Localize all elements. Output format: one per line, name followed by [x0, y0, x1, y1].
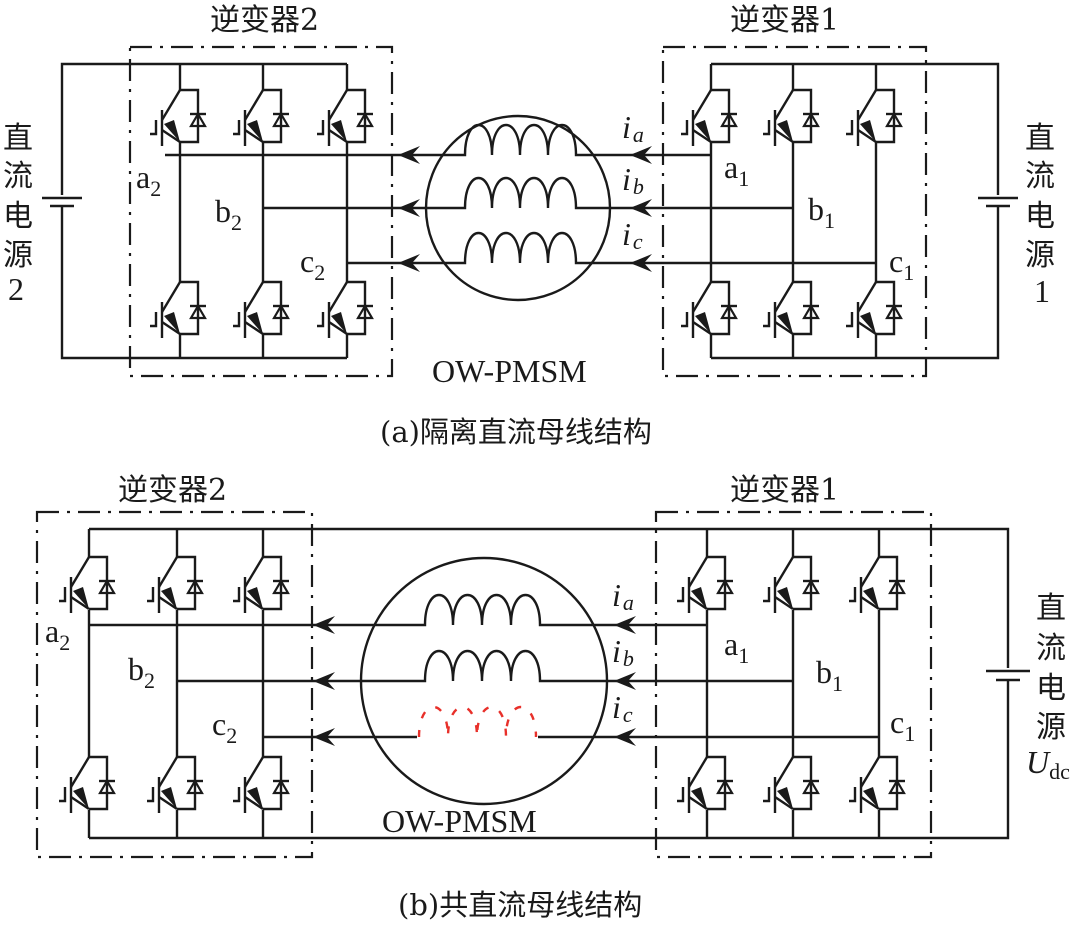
- igbt-icon: [675, 755, 735, 815]
- inverter2-box-a: [128, 45, 394, 378]
- current-ib-a: ib: [622, 161, 644, 199]
- igbt-icon: [148, 88, 208, 148]
- winding-a-a: [461, 124, 578, 157]
- svg-text:流: 流: [1036, 631, 1066, 666]
- dc-bus-negative-left-a: [60, 205, 347, 360]
- motor-label-b: OW-PMSM: [382, 803, 537, 839]
- winding-c-fault-b: [417, 706, 538, 738]
- current-ic-b: ic: [612, 689, 633, 727]
- current-ic-a: ic: [622, 216, 643, 254]
- dc-bus-negative-right-a: [711, 205, 1000, 360]
- winding-b-a: [461, 177, 578, 210]
- node-b1-b: b1: [816, 654, 843, 696]
- igbt-icon: [761, 280, 821, 340]
- svg-text:直: 直: [3, 121, 33, 156]
- igbt-icon: [231, 555, 291, 615]
- svg-text:2: 2: [8, 271, 24, 307]
- inverter2-title-a: 逆变器2: [210, 3, 319, 38]
- inverter2-legs-a: [148, 64, 375, 358]
- node-c2-a: c2: [300, 243, 325, 285]
- current-ia-b: ia: [612, 577, 634, 615]
- inverter1-box-a: [661, 45, 928, 378]
- inverter1-title-a: 逆变器1: [730, 3, 839, 38]
- svg-text:1: 1: [1034, 273, 1050, 309]
- igbt-icon: [761, 555, 821, 615]
- motor-circle-a: [424, 114, 612, 302]
- igbt-icon: [675, 555, 735, 615]
- panel-a: 逆变器2 逆变器1: [3, 3, 1055, 449]
- node-a1-a: a1: [724, 149, 749, 191]
- current-ib-b: ib: [612, 633, 634, 671]
- inverter2-legs-b: [57, 529, 291, 838]
- node-b2-b: b2: [128, 651, 155, 693]
- inverter1-title-b: 逆变器1: [730, 473, 839, 508]
- inverter1-legs-b: [675, 529, 907, 838]
- svg-text:源: 源: [1036, 710, 1066, 745]
- dc-bus-negative-b: [89, 680, 1010, 840]
- motor-label-a: OW-PMSM: [432, 353, 587, 389]
- svg-text:流: 流: [3, 159, 33, 194]
- panel-b: 逆变器2 逆变器1: [35, 473, 1070, 922]
- igbt-icon: [148, 280, 208, 340]
- igbt-icon: [847, 755, 907, 815]
- igbt-icon: [844, 88, 904, 148]
- node-a1-b: a1: [724, 626, 749, 668]
- inverter1-legs-a: [679, 64, 904, 358]
- igbt-icon: [231, 755, 291, 815]
- node-a2-b: a2: [45, 613, 70, 655]
- node-a2-a: a2: [136, 159, 161, 201]
- igbt-icon: [847, 555, 907, 615]
- svg-text:直: 直: [1036, 591, 1066, 626]
- caption-a: (a)隔离直流母线结构: [380, 415, 652, 449]
- inverter2-box-b: [35, 510, 314, 859]
- igbt-icon: [145, 755, 205, 815]
- caption-b: (b)共直流母线结构: [398, 888, 642, 922]
- node-c2-b: c2: [212, 706, 237, 748]
- motor-circle-b: [359, 556, 609, 806]
- igbt-icon: [57, 755, 117, 815]
- node-c1-a: c1: [889, 243, 914, 285]
- winding-b-b: [422, 650, 542, 683]
- igbt-icon: [231, 88, 291, 148]
- svg-text:源: 源: [3, 238, 33, 273]
- source-label-b: 直 流 电 源 Udc: [1026, 591, 1070, 784]
- svg-text:Udc: Udc: [1026, 744, 1070, 784]
- svg-text:电: 电: [1025, 199, 1055, 234]
- svg-text:电: 电: [1036, 671, 1066, 706]
- igbt-icon: [315, 280, 375, 340]
- node-b1-a: b1: [808, 191, 835, 233]
- inverter2-title-b: 逆变器2: [118, 473, 227, 508]
- igbt-icon: [679, 88, 739, 148]
- node-c1-b: c1: [890, 704, 915, 746]
- igbt-icon: [761, 755, 821, 815]
- source1-label-a: 直 流 电 源 1: [1025, 121, 1055, 309]
- node-b2-a: b2: [215, 193, 242, 235]
- svg-text:流: 流: [1025, 159, 1055, 194]
- dc-bus-positive-b: [89, 527, 1010, 668]
- igbt-icon: [679, 280, 739, 340]
- svg-text:源: 源: [1025, 238, 1055, 273]
- current-ia-a: ia: [622, 109, 644, 147]
- svg-text:直: 直: [1025, 121, 1055, 156]
- winding-a-b: [422, 594, 542, 627]
- svg-text:电: 电: [3, 199, 33, 234]
- igbt-icon: [57, 555, 117, 615]
- igbt-icon: [844, 280, 904, 340]
- igbt-icon: [761, 88, 821, 148]
- igbt-icon: [231, 280, 291, 340]
- igbt-icon: [145, 555, 205, 615]
- inverter1-box-b: [654, 510, 933, 859]
- winding-c-a: [461, 232, 578, 265]
- dc-bus-positive-right-a: [711, 62, 1000, 195]
- source2-label-a: 直 流 电 源 2: [3, 121, 33, 307]
- dc-bus-positive-left-a: [60, 62, 347, 195]
- igbt-icon: [315, 88, 375, 148]
